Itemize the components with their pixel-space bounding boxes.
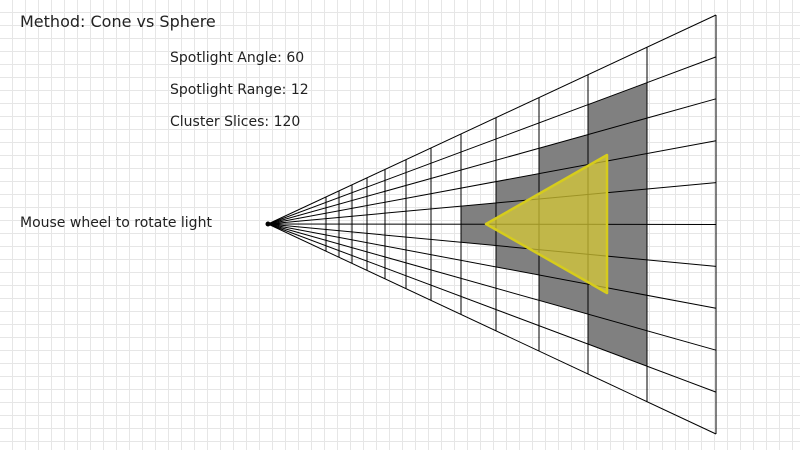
- highlighted-cluster-cell: [539, 274, 588, 315]
- spotlight-cone: [484, 153, 609, 295]
- highlighted-cluster-cell: [496, 173, 539, 203]
- frustum-ray-line: [267, 182, 717, 225]
- highlighted-cluster-cell: [461, 202, 496, 225]
- spotlight-angle-label: Spotlight Angle: 60: [170, 50, 305, 66]
- highlighted-cluster-cell: [588, 284, 647, 331]
- highlighted-cluster-cell: [588, 82, 647, 135]
- frustum-ray-line: [267, 14, 717, 225]
- spotlight-range-label: Spotlight Range: 12: [170, 82, 309, 98]
- highlighted-cluster-cell: [461, 224, 496, 246]
- highlighted-cluster-cell: [588, 118, 647, 165]
- frustum-ray-line: [267, 223, 717, 435]
- camera-apex-marker: [265, 221, 271, 227]
- spotlight-layer: [484, 153, 609, 295]
- frustum-ray-line: [267, 223, 717, 267]
- frustum-ray-line: [267, 98, 717, 225]
- param-list: Spotlight Angle: 60 Spotlight Range: 12 …: [170, 50, 309, 146]
- method-title: Method: Cone vs Sphere: [20, 12, 216, 31]
- frustum-ray-line: [267, 140, 717, 225]
- highlighted-cluster-cell: [496, 245, 539, 275]
- frustum-ray-line: [267, 223, 717, 309]
- highlighted-cluster-cell: [539, 134, 588, 174]
- rotate-hint: Mouse wheel to rotate light: [20, 215, 212, 231]
- frustum-ray-line: [267, 223, 717, 393]
- frustum-ray-line: [267, 56, 717, 225]
- cluster-slices-label: Cluster Slices: 120: [170, 114, 301, 130]
- highlighted-cluster-cell: [588, 314, 647, 367]
- frustum-ray-line: [267, 223, 717, 351]
